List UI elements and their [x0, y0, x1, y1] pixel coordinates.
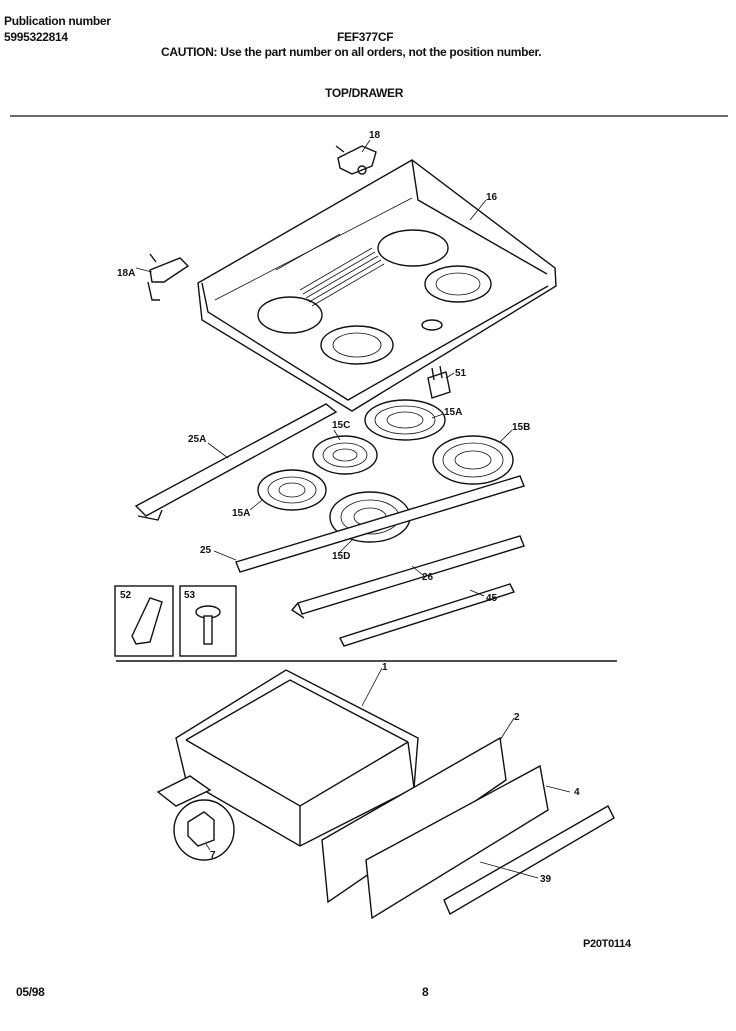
- inset-box-52: [114, 585, 174, 657]
- callout-15A-lower: 15A: [232, 508, 250, 519]
- surface-element-15A-back: [364, 399, 446, 441]
- detail-circle-7: [173, 799, 235, 861]
- drawer-front-4: [365, 764, 549, 920]
- rail-26: [290, 535, 525, 619]
- page-number: 8: [422, 985, 429, 999]
- callout-15B: 15B: [512, 422, 530, 433]
- terminal-block-51: [427, 365, 451, 399]
- callout-15D: 15D: [332, 551, 350, 562]
- leader-lines: [135, 139, 571, 879]
- callout-16: 16: [486, 192, 498, 203]
- callout-2: 2: [514, 712, 520, 723]
- callout-15C: 15C: [332, 420, 350, 431]
- hinge-18: [335, 145, 377, 175]
- callout-51: 51: [455, 368, 467, 379]
- callout-15A: 15A: [444, 407, 462, 418]
- callout-25: 25: [200, 545, 212, 556]
- callout-26: 26: [422, 572, 434, 583]
- cooktop-16: [197, 159, 557, 412]
- callout-4: 4: [574, 787, 580, 798]
- surface-element-15C: [312, 435, 378, 475]
- hinge-18A: [147, 253, 190, 301]
- callout-52: 52: [120, 590, 132, 601]
- model-number: FEF377CF: [337, 30, 394, 44]
- callout-45: 45: [486, 593, 498, 604]
- callout-25A: 25A: [188, 434, 206, 445]
- callout-1: 1: [382, 662, 388, 673]
- trim-45: [339, 583, 515, 647]
- inset-box-53: [179, 585, 237, 657]
- callout-18A: 18A: [117, 268, 135, 279]
- callout-39: 39: [540, 874, 552, 885]
- drawing-code: P20T0114: [583, 938, 631, 950]
- bracket-25A: [134, 403, 338, 521]
- callout-53: 53: [184, 590, 196, 601]
- caution-notice: CAUTION: Use the part number on all orde…: [161, 45, 542, 59]
- surface-element-15B: [432, 435, 514, 485]
- callout-18: 18: [369, 130, 381, 141]
- publication-number: 5995322814: [4, 30, 68, 44]
- rail-25: [235, 475, 525, 573]
- callout-7: 7: [210, 850, 216, 861]
- surface-element-15A-front: [257, 469, 327, 511]
- drawer-1: [175, 669, 419, 847]
- footer-date: 05/98: [16, 985, 45, 999]
- section-title: TOP/DRAWER: [325, 86, 404, 100]
- handle-39: [443, 805, 615, 916]
- drawer-slide-bracket: [156, 775, 212, 807]
- publication-label: Publication number: [4, 14, 111, 28]
